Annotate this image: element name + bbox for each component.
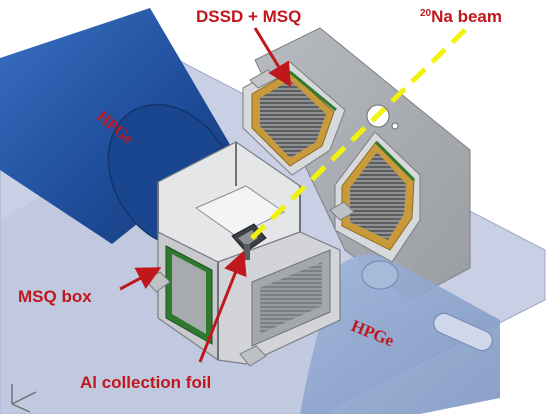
hpge-detector-bottom [300,254,500,414]
axis-triad-icon [11,384,37,413]
arrow-dssd-msq [253,27,292,88]
dssd-msq-detector-upper [242,61,346,176]
label-beam: 20Na beam [420,7,502,26]
label-msq-box: MSQ box [18,287,92,306]
msq-box [145,141,355,367]
label-beam-text: Na beam [431,7,502,26]
label-beam-superscript: 20 [420,8,432,19]
label-al-foil: Al collection foil [80,373,211,392]
arrow-al-foil [198,250,247,363]
beam-path [248,28,467,242]
beam-hole-bolt [391,122,399,130]
arrow-msq-box [119,267,162,291]
dssd-msq-detector-right [334,131,421,263]
label-dssd-msq: DSSD + MSQ [196,7,301,26]
